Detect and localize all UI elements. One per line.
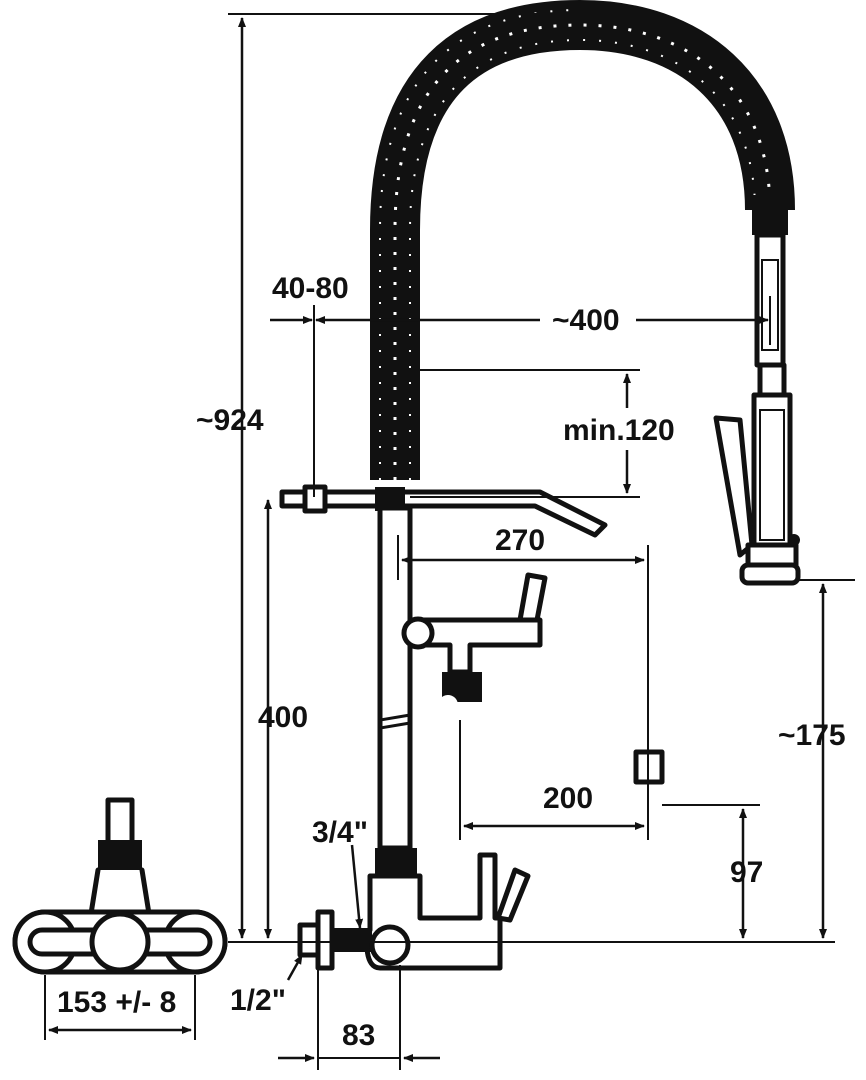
label-body-depth: 83: [342, 1019, 375, 1052]
spring-coil: [370, 0, 795, 480]
label-lower-spout-height: 97: [730, 856, 763, 889]
label-column-height: 400: [258, 701, 308, 734]
wall-mixer-body: [297, 848, 531, 971]
pot-filler-spout: [401, 572, 665, 790]
spray-head: [713, 195, 801, 586]
label-lower-spout-reach: 200: [543, 782, 593, 815]
front-view: [12, 797, 228, 975]
label-spray-height: ~175: [778, 719, 846, 752]
label-spout-reach: 270: [495, 524, 545, 557]
dimension-labels: ~924 40-80 ~400 min.120 270 400 ~175 200…: [57, 272, 846, 1052]
dimension-lines: [44, 13, 855, 1070]
hose-holder-arm: [279, 484, 608, 538]
label-min-clearance: min.120: [563, 414, 675, 447]
label-hose-offset: 40-80: [272, 272, 349, 305]
label-overall-height: ~924: [196, 404, 264, 437]
label-thread-outlet: 3/4": [312, 816, 368, 849]
label-reach-spray: ~400: [552, 304, 620, 337]
label-centers: 153 +/- 8: [57, 986, 176, 1019]
label-thread-inlet: 1/2": [230, 984, 286, 1017]
